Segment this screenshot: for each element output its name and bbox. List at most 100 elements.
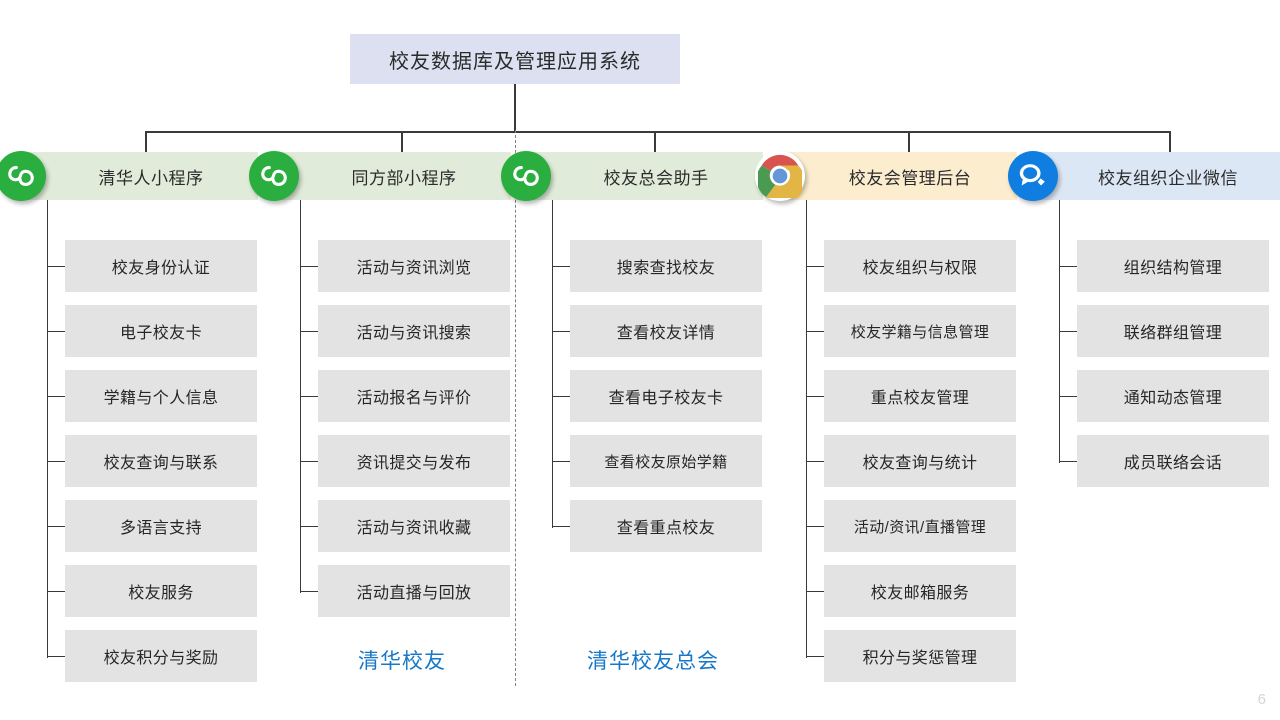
section-divider-dashed: [515, 130, 516, 686]
platform-header-4[interactable]: 校友会管理后台: [755, 151, 1017, 201]
leaf-connector: [1059, 266, 1077, 268]
platform-header-label: 校友总会助手: [603, 168, 709, 188]
leaf-node[interactable]: 校友查询与统计: [824, 435, 1016, 487]
leaf-node[interactable]: 积分与奖惩管理: [824, 630, 1016, 682]
leaf-node[interactable]: 活动/资讯/直播管理: [824, 500, 1016, 552]
root-title-box: 校友数据库及管理应用系统: [350, 34, 680, 84]
leaf-node[interactable]: 通知动态管理: [1077, 370, 1269, 422]
leaf-label: 组织结构管理: [1123, 260, 1223, 277]
platform-header-label: 同方部小程序: [351, 168, 457, 188]
wechat-miniprogram-icon: [249, 151, 299, 201]
leaf-label: 活动/资讯/直播管理: [853, 518, 987, 536]
leaf-label: 查看校友详情: [616, 325, 716, 342]
bus-drop-col-2: [401, 131, 403, 153]
leaf-label: 活动与资讯搜索: [356, 325, 472, 342]
leaf-connector: [300, 331, 318, 333]
wecom-icon: [1008, 151, 1058, 201]
leaf-node[interactable]: 活动直播与回放: [318, 565, 510, 617]
leaf-node[interactable]: 资讯提交与发布: [318, 435, 510, 487]
leaf-label: 多语言支持: [119, 520, 202, 537]
leaf-node[interactable]: 校友积分与奖励: [65, 630, 257, 682]
leaf-connector: [47, 591, 65, 593]
leaf-node[interactable]: 活动与资讯搜索: [318, 305, 510, 357]
leaf-connector: [47, 266, 65, 268]
leaf-label: 联络群组管理: [1123, 325, 1223, 342]
branch-spine-1: [47, 200, 49, 658]
leaf-label: 搜索查找校友: [616, 260, 716, 277]
leaf-node[interactable]: 查看校友原始学籍: [570, 435, 762, 487]
platform-header-2[interactable]: 同方部小程序: [249, 151, 511, 201]
leaf-label: 校友服务: [128, 585, 194, 602]
leaf-node[interactable]: 活动报名与评价: [318, 370, 510, 422]
leaf-label: 通知动态管理: [1123, 390, 1223, 407]
leaf-connector: [300, 526, 318, 528]
leaf-connector: [806, 656, 824, 658]
leaf-label: 查看校友原始学籍: [604, 453, 728, 471]
leaf-label: 活动报名与评价: [356, 390, 472, 407]
leaf-node[interactable]: 查看校友详情: [570, 305, 762, 357]
chrome-browser-icon: [755, 151, 805, 201]
leaf-node[interactable]: 搜索查找校友: [570, 240, 762, 292]
leaf-label: 校友组织与权限: [862, 260, 978, 277]
leaf-connector: [806, 396, 824, 398]
leaf-label: 校友查询与统计: [862, 455, 978, 472]
leaf-connector: [1059, 396, 1077, 398]
leaf-node[interactable]: 校友邮箱服务: [824, 565, 1016, 617]
leaf-node[interactable]: 校友学籍与信息管理: [824, 305, 1016, 357]
branch-spine-4: [806, 200, 808, 658]
leaf-node[interactable]: 校友组织与权限: [824, 240, 1016, 292]
leaf-label: 学籍与个人信息: [103, 390, 219, 407]
leaf-label: 活动与资讯收藏: [356, 520, 472, 537]
leaf-node[interactable]: 电子校友卡: [65, 305, 257, 357]
leaf-node[interactable]: 学籍与个人信息: [65, 370, 257, 422]
leaf-connector: [806, 526, 824, 528]
platform-header-1[interactable]: 清华人小程序: [0, 151, 258, 201]
leaf-node[interactable]: 联络群组管理: [1077, 305, 1269, 357]
section-caption-alumni-association: 清华校友总会: [587, 650, 719, 673]
leaf-label: 校友积分与奖励: [103, 650, 219, 667]
leaf-connector: [1059, 331, 1077, 333]
leaf-label: 校友邮箱服务: [870, 585, 970, 602]
branch-spine-3: [552, 200, 554, 528]
bus-drop-col-1: [145, 131, 147, 153]
leaf-connector: [552, 266, 570, 268]
leaf-node[interactable]: 查看电子校友卡: [570, 370, 762, 422]
leaf-node[interactable]: 校友身份认证: [65, 240, 257, 292]
leaf-label: 校友查询与联系: [103, 455, 219, 472]
leaf-node[interactable]: 组织结构管理: [1077, 240, 1269, 292]
leaf-label: 校友学籍与信息管理: [850, 323, 990, 341]
leaf-connector: [47, 396, 65, 398]
section-caption-alumni: 清华校友: [358, 650, 446, 673]
page-number: 6: [1257, 691, 1266, 708]
leaf-node[interactable]: 查看重点校友: [570, 500, 762, 552]
leaf-label: 活动直播与回放: [356, 585, 472, 602]
leaf-connector: [552, 461, 570, 463]
leaf-node[interactable]: 重点校友管理: [824, 370, 1016, 422]
leaf-connector: [47, 656, 65, 658]
platform-header-label: 校友会管理后台: [848, 168, 972, 188]
leaf-label: 查看电子校友卡: [608, 390, 724, 407]
leaf-label: 重点校友管理: [870, 390, 970, 407]
bus-drop-col-3: [654, 131, 656, 153]
platform-header-label: 清华人小程序: [98, 168, 204, 188]
leaf-node[interactable]: 校友查询与联系: [65, 435, 257, 487]
leaf-connector: [47, 526, 65, 528]
leaf-node[interactable]: 多语言支持: [65, 500, 257, 552]
leaf-node[interactable]: 活动与资讯浏览: [318, 240, 510, 292]
leaf-connector: [806, 461, 824, 463]
platform-header-5[interactable]: 校友组织企业微信: [1008, 151, 1280, 201]
leaf-node[interactable]: 活动与资讯收藏: [318, 500, 510, 552]
leaf-node[interactable]: 成员联络会话: [1077, 435, 1269, 487]
leaf-connector: [806, 266, 824, 268]
leaf-label: 活动与资讯浏览: [356, 260, 472, 277]
platform-header-3[interactable]: 校友总会助手: [501, 151, 763, 201]
wechat-miniprogram-icon: [0, 151, 46, 201]
leaf-node[interactable]: 校友服务: [65, 565, 257, 617]
leaf-connector: [552, 331, 570, 333]
leaf-connector: [552, 396, 570, 398]
leaf-label: 成员联络会话: [1123, 455, 1223, 472]
bus-drop-col-5: [1169, 131, 1171, 153]
leaf-connector: [806, 331, 824, 333]
leaf-connector: [300, 591, 318, 593]
